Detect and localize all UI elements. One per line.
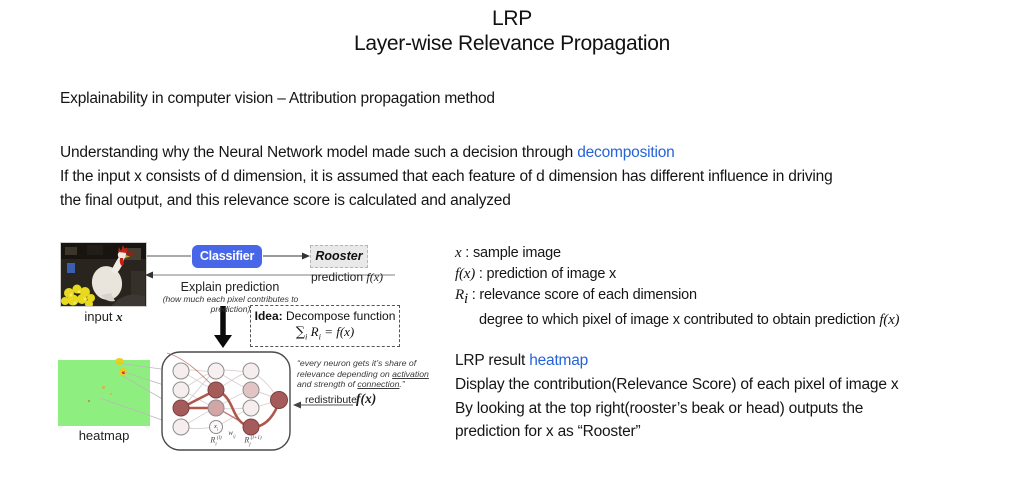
nn-relevance-l-label: Ri(l) — [210, 435, 222, 448]
prediction-label-text: prediction — [310, 270, 367, 284]
formula-r: R — [310, 324, 319, 339]
heatmap-label: heatmap — [78, 428, 130, 443]
redistribute-label: redistribute — [305, 394, 357, 406]
classifier-box: Classifier — [192, 245, 262, 268]
formula-eq: = — [320, 324, 337, 339]
page-title: LRP — [492, 7, 532, 30]
idea-decompose-box: Idea: Decompose function ∑i Ri = f(x) — [250, 305, 400, 347]
intro-line-2-text: Understanding why the Neural Network mod… — [60, 144, 578, 161]
intro-text: Explainability in computer vision – Attr… — [60, 87, 970, 213]
rooster-prediction-box: Rooster — [310, 245, 368, 268]
title-block: LRP Layer-wise Relevance Propagation — [0, 6, 1024, 56]
intro-line-3: If the input x consists of d dimension, … — [60, 168, 833, 185]
definition-degree: degree to which pixel of image x contrib… — [479, 311, 900, 328]
formula-fx: f(x) — [336, 324, 355, 339]
result-line-4: prediction for x as “Rooster” — [455, 423, 641, 441]
heatmap-speck-3 — [110, 393, 112, 395]
explain-prediction-subtitle: (how much each pixel contributes to pred… — [162, 294, 299, 314]
heatmap-speck-1 — [102, 386, 105, 389]
quote-line-1: “every neuron gets it’s share of — [297, 358, 417, 368]
explain-prediction-label: Explain prediction — [180, 280, 280, 294]
intro-line-1: Explainability in computer vision – Attr… — [60, 90, 495, 107]
prediction-fx-label: prediction f(x) — [293, 270, 401, 285]
heatmap-link[interactable]: heatmap — [529, 352, 589, 369]
lrp-diagram: input x Classifier Rooster prediction f(… — [55, 238, 455, 470]
intro-line-4: the final output, and this relevance sco… — [60, 192, 511, 209]
quote-end: .” — [399, 379, 405, 389]
idea-bold: Idea: — [254, 309, 283, 323]
result-line-1-text: LRP result — [455, 352, 530, 369]
symbol-definitions: x : sample image f(x) : prediction of im… — [455, 243, 1015, 331]
quote-line-2: relevance depending on — [297, 368, 393, 379]
rooster-photo-graphic — [61, 243, 146, 306]
down-arrowhead-icon — [214, 335, 232, 348]
quote-activation-underlined: activation — [392, 368, 429, 379]
nn-relevance-l1-label: Rj(l+1) — [244, 435, 262, 448]
definition-ri: Ri : relevance score of each dimension — [455, 287, 697, 307]
result-line-1: LRP result heatmap — [455, 349, 995, 373]
neuron-quote: “every neuron gets it’s share of relevan… — [297, 358, 455, 390]
heatmap-image — [58, 358, 150, 426]
intro-line-2: Understanding why the Neural Network mod… — [60, 141, 970, 165]
lrp-result-text: LRP result heatmap Display the contribut… — [455, 349, 995, 444]
decomposition-link[interactable]: decomposition — [577, 144, 675, 161]
heatmap-speck-2 — [88, 400, 90, 402]
redistribute-arrowhead-icon — [293, 401, 301, 409]
result-line-2: Display the contribution(Relevance Score… — [455, 375, 899, 393]
nn-edges — [180, 369, 280, 430]
redistribute-fx: f(x) — [356, 391, 377, 406]
prediction-label-math: f(x) — [366, 270, 384, 284]
nn-xi-label: xi — [213, 423, 219, 432]
definition-fx: f(x) : prediction of image x — [455, 266, 617, 282]
formula-r-sub: i — [318, 331, 321, 342]
nn-nodes — [172, 362, 288, 436]
heatmap-hotspot-red — [121, 370, 125, 374]
input-label-text: input — [84, 309, 117, 324]
relevance-path — [166, 352, 281, 429]
sum-sub: i — [305, 331, 308, 342]
heatmap-hotspot-yellow — [115, 358, 124, 365]
idea-rest: Decompose function — [282, 309, 396, 323]
input-x-label: input x — [60, 309, 147, 325]
idea-formula: ∑i Ri = f(x) — [251, 324, 399, 342]
quote-line-3: and strength of — [297, 379, 358, 389]
page-subtitle: Layer-wise Relevance Propagation — [353, 32, 671, 55]
idea-title: Idea: Decompose function — [251, 309, 399, 323]
input-rooster-image — [60, 242, 147, 307]
input-label-math-x: x — [116, 309, 123, 324]
definition-x: x : sample image — [455, 245, 561, 261]
sum-symbol: ∑ — [295, 325, 306, 340]
result-line-3: By looking at the top right(rooster’s be… — [455, 399, 864, 417]
right-arrowhead-icon — [302, 252, 310, 260]
quote-connection-underlined: connection — [357, 379, 400, 389]
